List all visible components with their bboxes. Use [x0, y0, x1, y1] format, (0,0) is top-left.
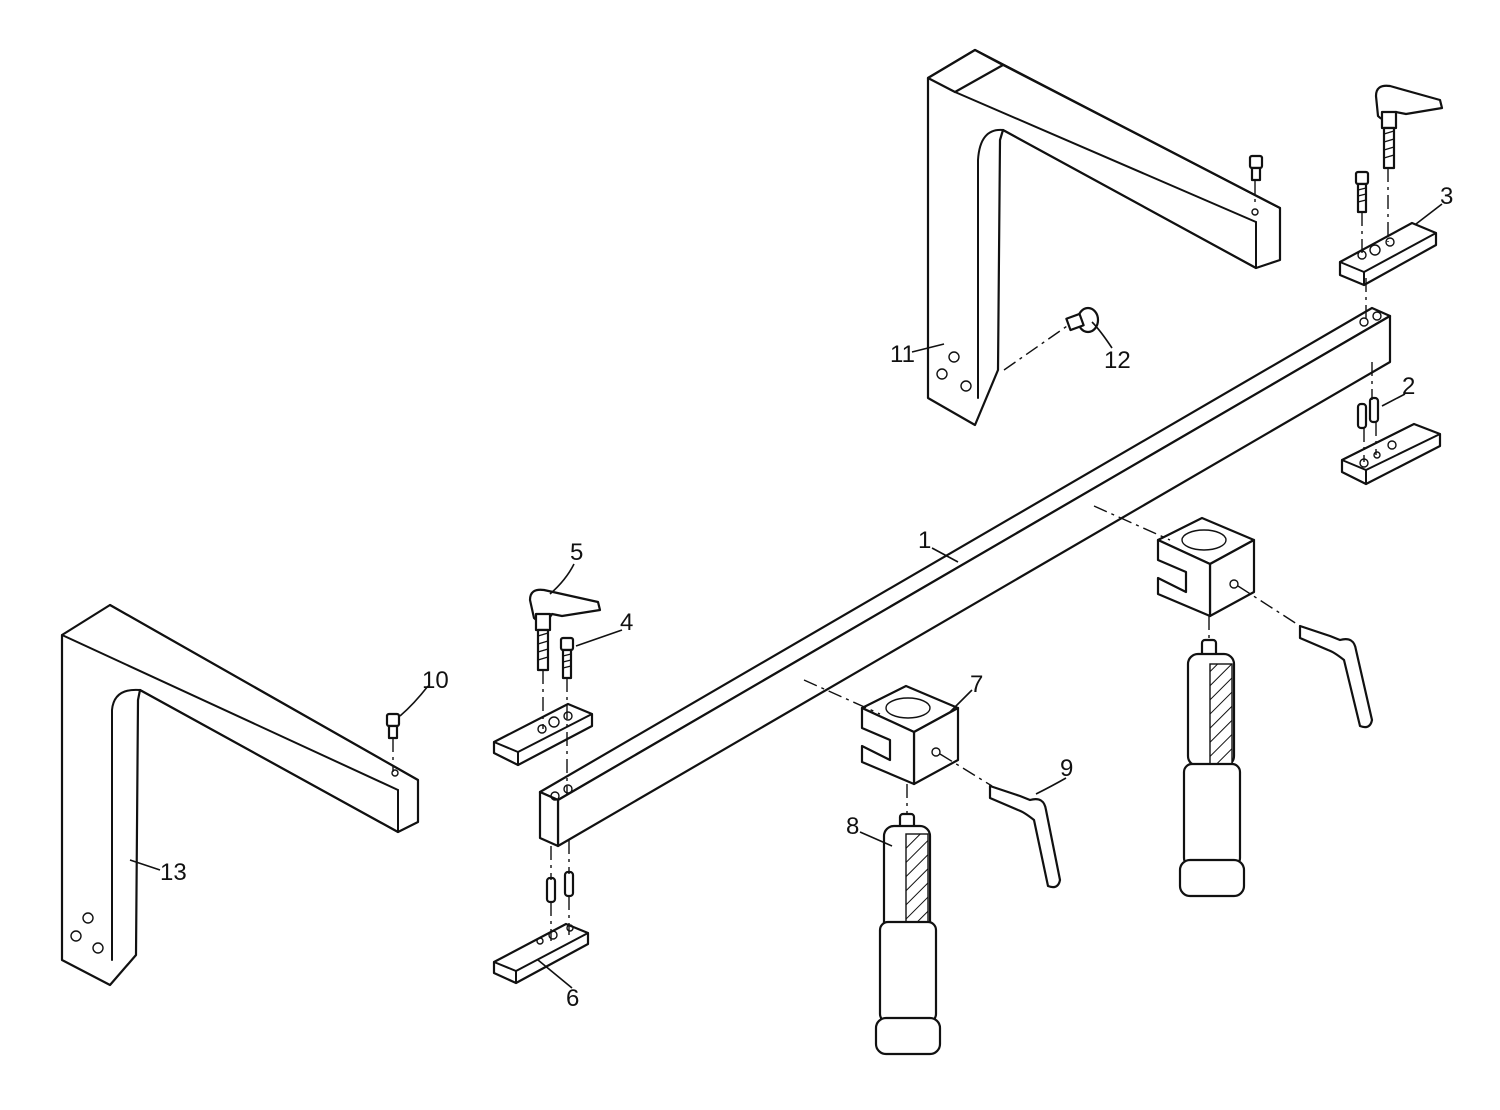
screw-upper-plate — [1354, 170, 1370, 214]
callout-13: 13 — [160, 859, 187, 886]
support-post-right — [1178, 638, 1246, 898]
clamp-lever-right — [1374, 84, 1444, 170]
screw-10 — [385, 712, 401, 740]
lower-clamp-plate-right — [1340, 422, 1442, 486]
bracket-left — [860, 684, 960, 786]
screw-upper-frame — [1248, 154, 1264, 182]
main-beam — [538, 306, 1392, 848]
screw-12 — [1065, 306, 1100, 334]
callout-11: 11 — [890, 341, 915, 368]
callout-9: 9 — [1060, 755, 1073, 782]
callouts: 1 2 3 4 5 6 7 8 9 10 11 12 13 — [160, 183, 1453, 1012]
dowel-pins-right — [1356, 396, 1380, 430]
bracket-lever-right — [1298, 624, 1374, 729]
support-post-left — [874, 812, 942, 1056]
callout-1: 1 — [918, 527, 931, 554]
callout-4: 4 — [620, 609, 633, 636]
upper-clamp-plate — [1338, 221, 1438, 287]
lower-clamp-plate-left — [492, 922, 590, 985]
callout-2: 2 — [1402, 373, 1415, 400]
callout-12: 12 — [1104, 347, 1131, 374]
clamp-lever-left — [528, 588, 602, 672]
callout-5: 5 — [570, 539, 583, 566]
screw-4 — [559, 636, 575, 680]
upper-l-frame — [926, 48, 1282, 427]
assembly-axes — [392, 168, 1389, 941]
lower-l-frame — [60, 603, 420, 987]
callout-7: 7 — [970, 671, 983, 698]
callout-6: 6 — [566, 985, 579, 1012]
callout-8: 8 — [846, 813, 859, 840]
leader-lines — [129, 203, 1443, 989]
bracket-right — [1156, 516, 1256, 618]
upper-clamp-plate-left — [492, 702, 594, 767]
bracket-lever-left — [988, 784, 1062, 889]
callout-10: 10 — [422, 667, 449, 694]
callout-3: 3 — [1440, 183, 1453, 210]
